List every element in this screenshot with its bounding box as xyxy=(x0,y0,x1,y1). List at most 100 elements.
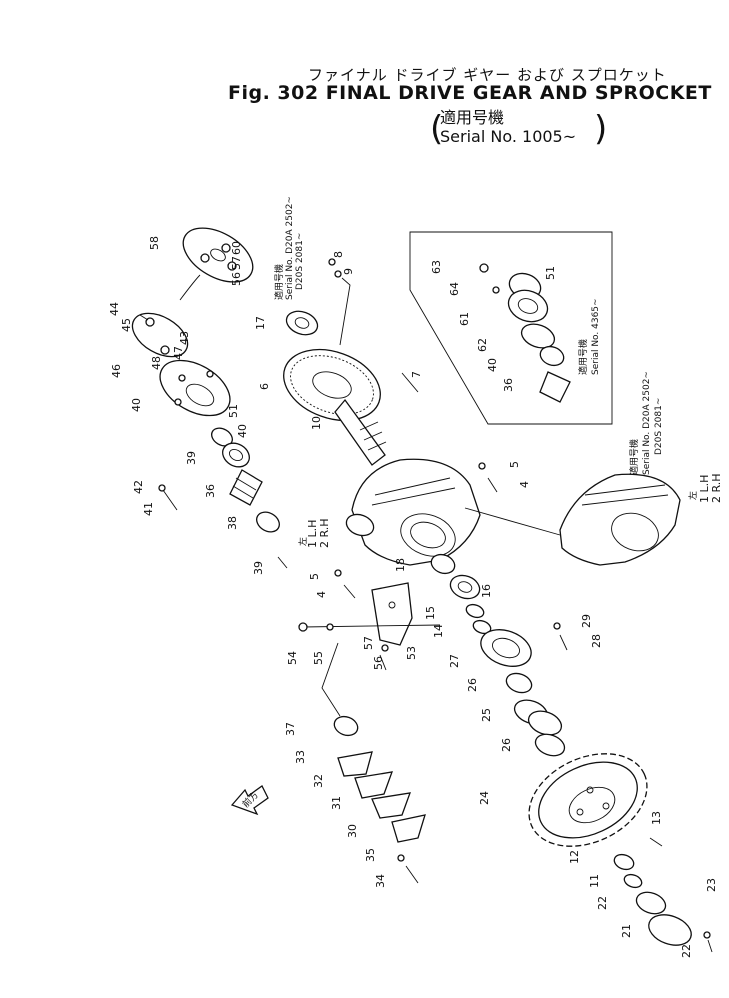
lh-right: 1 L.H xyxy=(698,475,711,503)
bolt-55-56 xyxy=(379,644,389,671)
seal-38 xyxy=(256,511,280,533)
label-22: 24 xyxy=(478,791,491,805)
plate-32 xyxy=(354,771,393,799)
inset-serial-jp: 適用号機 xyxy=(577,339,589,375)
label-15: 15 xyxy=(424,606,437,620)
top-serial-2: D20S 2081~ xyxy=(295,233,305,290)
alternate-case-right xyxy=(559,473,681,566)
label-7: 7 xyxy=(410,371,423,378)
lh-right-jp: 左 xyxy=(687,491,699,500)
label-37: 37 xyxy=(284,722,297,736)
bearing-37 xyxy=(333,715,359,737)
cap-20 xyxy=(648,914,692,946)
label-32: 32 xyxy=(312,774,325,788)
label-49: 47 xyxy=(172,346,185,360)
label-28: 28 xyxy=(590,634,603,648)
label-23: 22 xyxy=(680,944,693,958)
serial-en: Serial No. 1005~ xyxy=(440,127,577,146)
serial-range: ( 適用号機 Serial No. 1005~ ) xyxy=(430,108,607,146)
label-42: 40 xyxy=(130,398,143,412)
bearing-16 xyxy=(449,574,481,600)
leader-right-case xyxy=(464,507,561,536)
label-31: 31 xyxy=(330,796,343,810)
label-52: 53 xyxy=(405,646,418,660)
final-drive-gear-6 xyxy=(283,348,387,466)
label-12: 12 xyxy=(568,850,581,864)
label-46: 44 xyxy=(108,302,121,316)
front-direction-arrow xyxy=(230,785,269,816)
bracket-52 xyxy=(371,582,413,646)
sprocket-22 xyxy=(528,753,648,847)
bolt-4-5-lower xyxy=(334,569,356,599)
bearing-40 xyxy=(222,442,250,468)
label-40-left: 39 xyxy=(185,451,198,465)
seal-26-lower xyxy=(534,733,566,757)
label-30: 30 xyxy=(346,824,359,838)
bolt-8-9 xyxy=(328,258,351,346)
label-16: 16 xyxy=(480,584,493,598)
bolt-34 xyxy=(405,865,419,884)
label-20: 21 xyxy=(620,924,633,938)
plate-33 xyxy=(337,751,373,777)
bolt-7 xyxy=(401,372,419,393)
bolt-4-5-upper xyxy=(478,462,498,493)
label-29: 29 xyxy=(580,614,593,628)
plate-31 xyxy=(371,792,411,819)
label-9: 9 xyxy=(342,268,355,275)
label-18: 18 xyxy=(394,558,407,572)
label-14: 14 xyxy=(432,624,445,638)
label-21: 22 xyxy=(596,896,609,910)
label-53: 54 xyxy=(286,651,299,665)
plate-30 xyxy=(391,814,426,843)
label-11: 11 xyxy=(588,874,601,888)
label-43: 41 xyxy=(142,502,155,516)
label-41: 40 xyxy=(236,424,249,438)
nut-14 xyxy=(472,619,492,635)
ring-18 xyxy=(430,553,456,575)
right-serial-1: Serial No. D20A 2502~ xyxy=(642,371,652,475)
label-47: 45 xyxy=(120,318,133,332)
label-34: 34 xyxy=(374,874,387,888)
label-8: 8 xyxy=(332,251,345,258)
top-serial-jp: 適用号機 xyxy=(273,264,285,300)
leader-37 xyxy=(321,642,341,717)
right-serial-2: D20S 2081~ xyxy=(654,398,664,455)
bolt-13 xyxy=(649,837,663,847)
label-54: 55 xyxy=(312,651,325,665)
housing-27 xyxy=(480,629,532,667)
inset-serial: Serial No. 4365~ xyxy=(591,298,601,375)
label-63: 63 xyxy=(430,260,443,274)
label-4-upper: 4 xyxy=(518,481,531,488)
label-44: 42 xyxy=(132,480,145,494)
rh-left: 2 R.H xyxy=(318,518,331,548)
figure-title: Fig. 302 FINAL DRIVE GEAR AND SPROCKET xyxy=(228,82,712,104)
label-64: 64 xyxy=(448,282,461,296)
seal-26-upper xyxy=(505,672,533,694)
label-5-upper: 5 xyxy=(508,461,521,468)
label-4-lower: 4 xyxy=(315,591,328,598)
label-48: 46 xyxy=(110,364,123,378)
label-36-left: 36 xyxy=(204,484,217,498)
nut-11 xyxy=(623,873,643,889)
label-13: 13 xyxy=(650,811,663,825)
label-5-lower: 5 xyxy=(308,573,321,580)
lh-left: 1 L.H xyxy=(306,520,319,548)
label-61: 61 xyxy=(458,312,471,326)
label-33: 33 xyxy=(294,750,307,764)
label-59: 58 xyxy=(148,236,161,250)
lh-left-jp: 左 xyxy=(297,537,309,546)
bolt-43-44 xyxy=(158,484,178,511)
ring-41 xyxy=(211,427,233,447)
label-60: 60 xyxy=(230,241,243,255)
rh-right: 2 R.H xyxy=(710,473,723,503)
bolt-53-54 xyxy=(298,622,441,632)
ring-12 xyxy=(613,853,635,871)
label-39: 39 xyxy=(252,561,265,575)
label-25: 25 xyxy=(480,708,493,722)
right-serial-jp: 適用号機 xyxy=(628,439,640,475)
label-27: 27 xyxy=(448,654,461,668)
label-62: 62 xyxy=(476,338,489,352)
pin-39 xyxy=(277,556,288,569)
label-58: 57 xyxy=(230,256,243,270)
